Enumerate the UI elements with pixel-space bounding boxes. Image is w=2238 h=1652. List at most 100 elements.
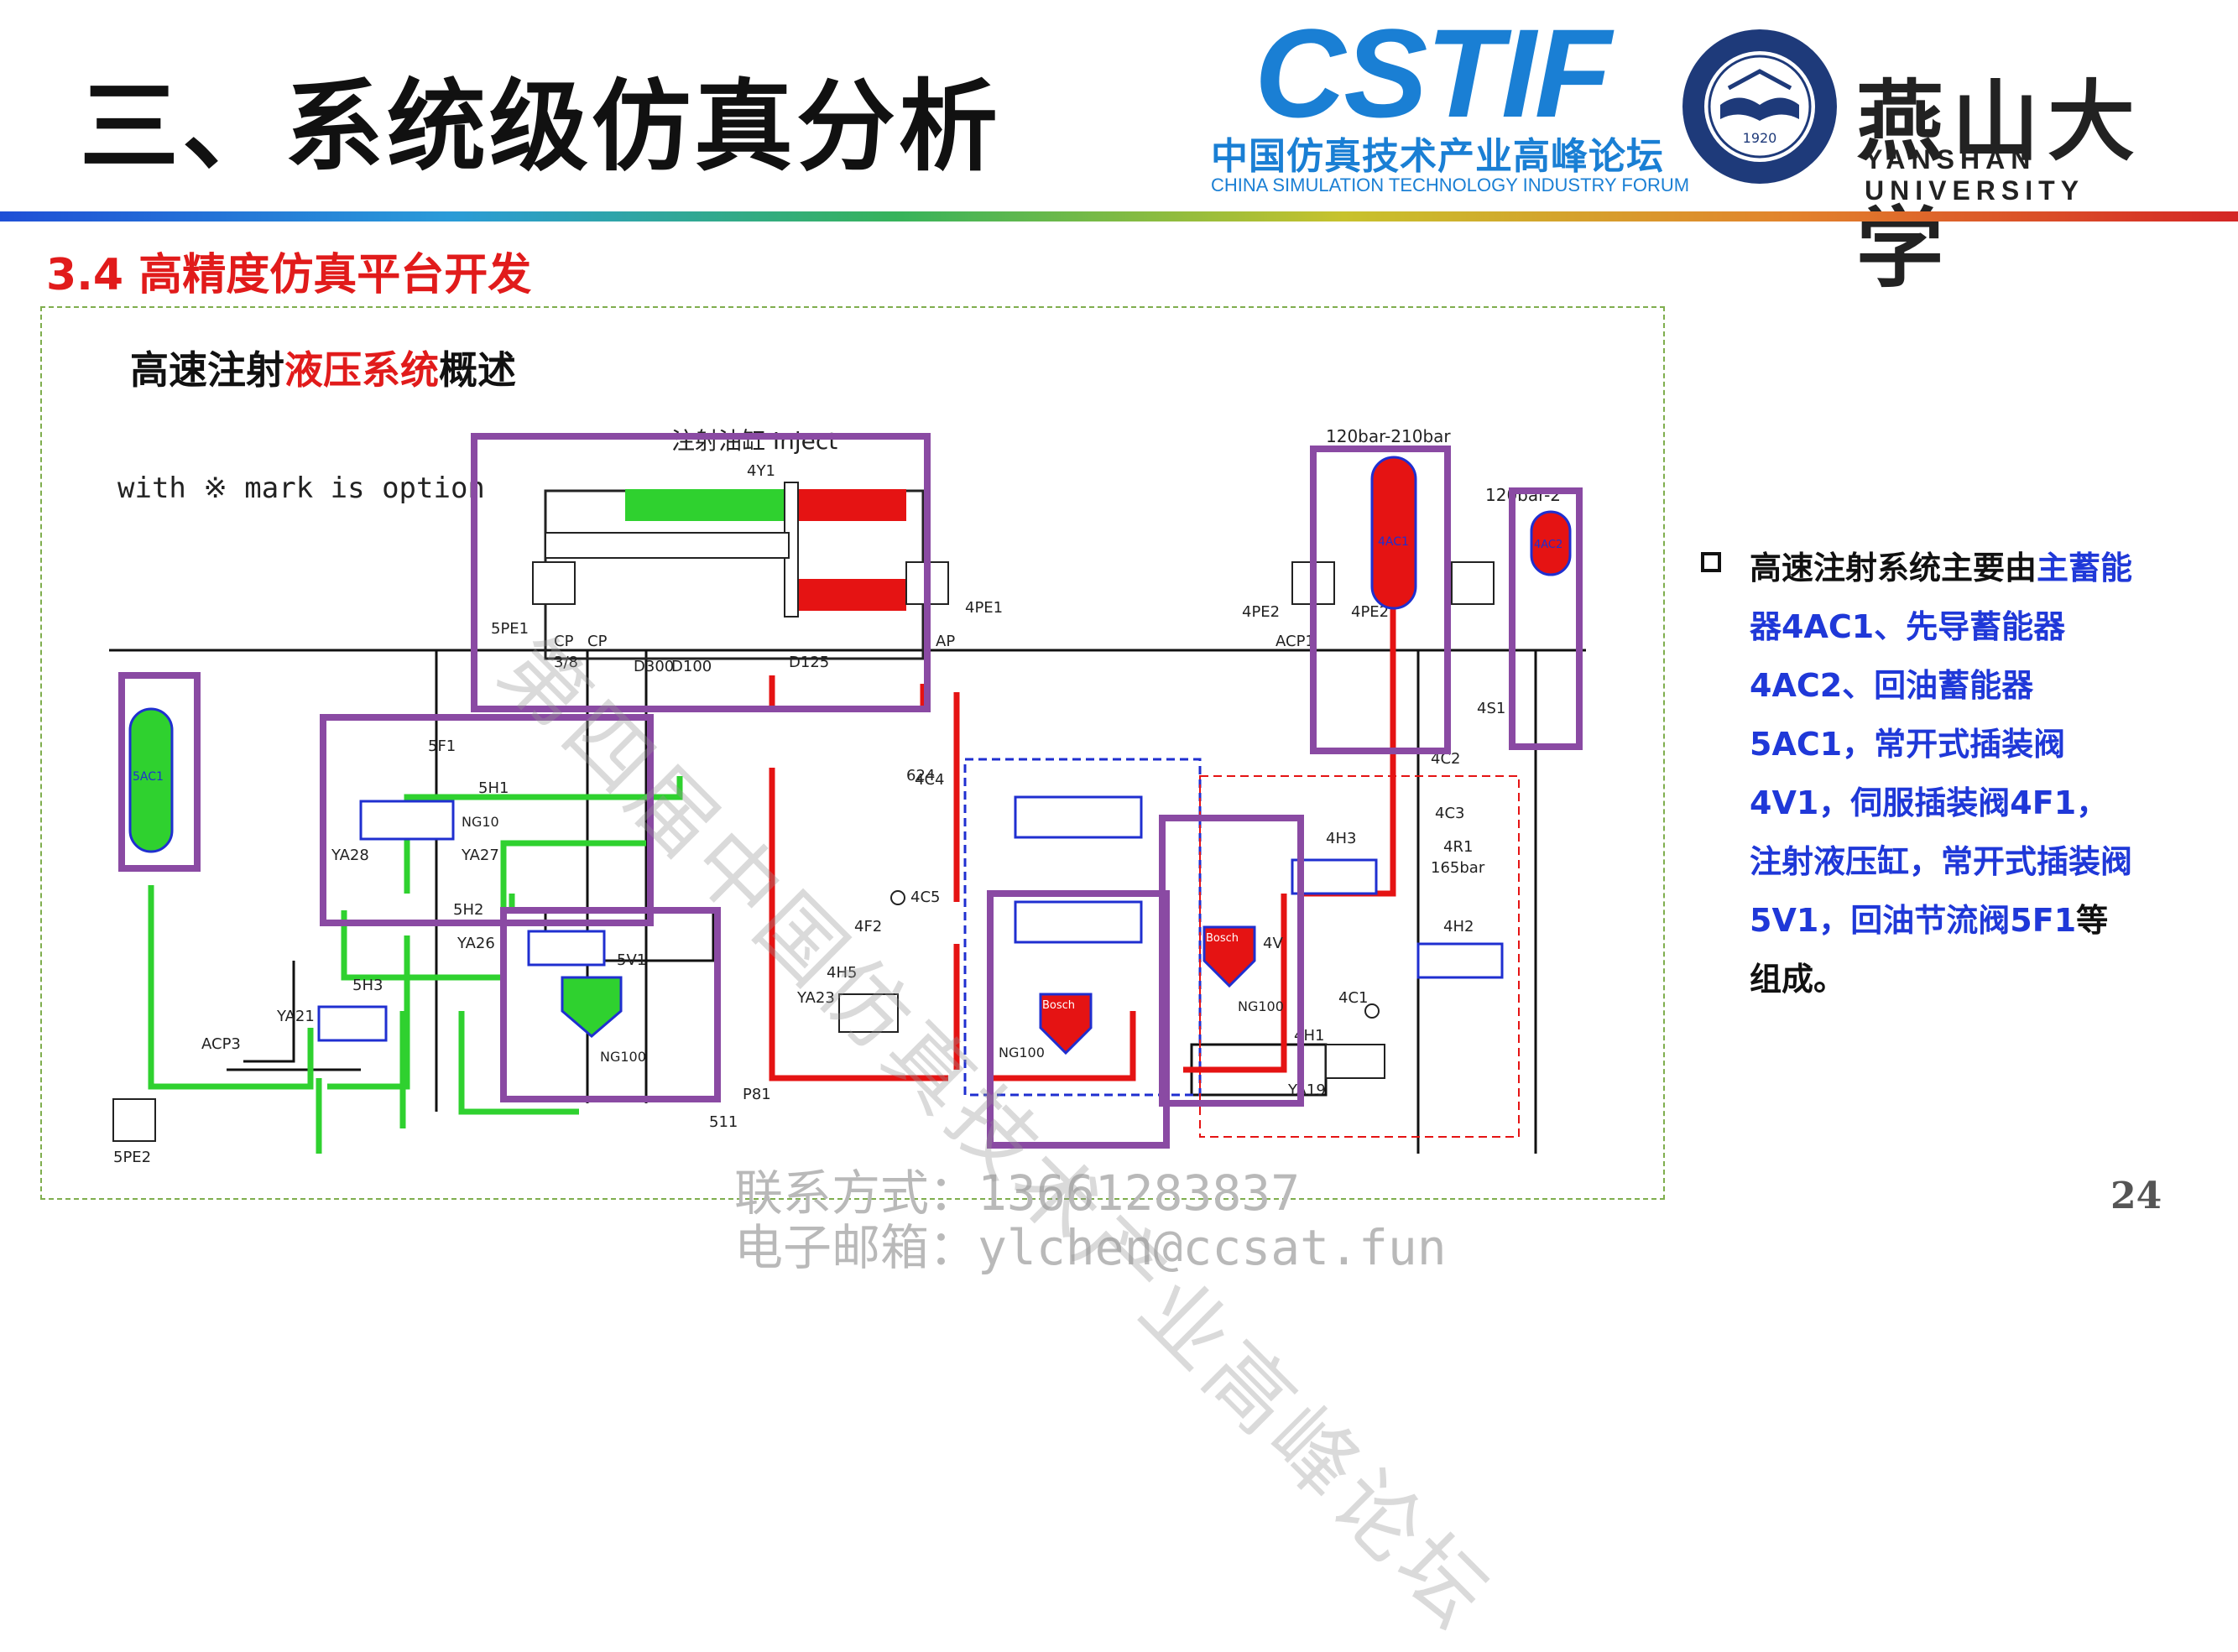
bullet-part2: 等组成。 — [1750, 902, 2109, 998]
accumulator-5ac1 — [128, 707, 174, 853]
diagram-note: with ※ mark is option — [117, 472, 485, 505]
ap-label: AP — [936, 633, 955, 650]
c4-label: 4C4 — [915, 771, 944, 789]
university-seal-icon: 1920 — [1682, 29, 1837, 184]
accumulator-4ac2 — [1530, 510, 1572, 576]
contact-email: 电子邮箱：ylchen@ccsat.fun — [734, 1219, 1447, 1276]
cylinder-rod-side — [625, 489, 785, 521]
seal-year: 1920 — [1743, 130, 1777, 146]
acp3-label: ACP3 — [201, 1035, 241, 1053]
pe5-label: 5PE2 — [113, 1149, 151, 1166]
servo-valve-2 — [1014, 900, 1143, 944]
n511-label: 511 — [709, 1113, 738, 1131]
cstif-name-en: CHINA SIMULATION TECHNOLOGY INDUSTRY FOR… — [1211, 175, 1690, 195]
page-title: 三、系统级仿真分析 — [80, 69, 1002, 185]
valve-5h1 — [359, 800, 455, 841]
check-4c5 — [890, 890, 905, 905]
p8-label: P81 — [743, 1086, 771, 1103]
ac5-label: 5AC1 — [133, 770, 164, 784]
c5-label: 4C5 — [910, 889, 940, 906]
v1-label: 5V1 — [617, 951, 646, 969]
cstif-name-cn: 中国仿真技术产业高峰论坛 — [1211, 135, 1664, 178]
inject-label: 注射油缸 Inject — [671, 427, 837, 455]
cstif-logo: CSTIF — [1255, 3, 1611, 143]
ng100c-label: NG100 — [1238, 998, 1284, 1014]
subtitle: 高速注射液压系统概述 — [130, 340, 516, 395]
bullet-text: 高速注射系统主要由主蓄能器4AC1、先导蓄能器4AC2、回油蓄能器5AC1，常开… — [1750, 539, 2136, 1008]
d300-label: D300 — [634, 658, 674, 675]
university-name-en: YANSHAN UNIVERSITY — [1865, 144, 2085, 206]
ng100-label: NG100 — [600, 1049, 646, 1065]
d125-label: D125 — [789, 654, 829, 671]
subtitle-part1: 高速注射 — [130, 347, 284, 393]
cp2-label: CP — [587, 633, 608, 650]
ya23-label: YA23 — [796, 989, 835, 1007]
r1-label: 4R1 — [1443, 838, 1473, 856]
ng100b-label: NG100 — [999, 1045, 1045, 1061]
page-number: 24 — [2110, 1175, 2162, 1217]
f1-label: 5F1 — [428, 737, 456, 755]
brand-label-2: Bosch — [1206, 932, 1239, 945]
highlight-4ac1 — [1310, 446, 1451, 754]
header-divider — [0, 211, 2238, 221]
h3b-label: 4H3 — [1326, 830, 1356, 847]
ya28-label: YA28 — [331, 847, 369, 864]
h1-label: 5H1 — [478, 779, 509, 797]
servo-valve — [1014, 795, 1143, 839]
h2b-label: 4H2 — [1443, 918, 1474, 935]
pe2-label: 4PE2 — [1242, 603, 1280, 621]
check-4c1 — [1364, 1003, 1380, 1019]
valve-5h3 — [317, 1005, 388, 1042]
d100-label: D100 — [671, 658, 712, 675]
highlight-cylinder — [471, 433, 931, 712]
brand-label-1: Bosch — [1042, 999, 1075, 1012]
highlight-5v1 — [500, 907, 721, 1102]
bullet-components: 主蓄能器4AC1、先导蓄能器4AC2、回油蓄能器5AC1，常开式插装阀4V1，伺… — [1750, 550, 2133, 939]
valve-4h5 — [838, 993, 899, 1033]
pe1-label: 5PE1 — [491, 620, 529, 638]
cp1-label: CP — [554, 633, 574, 650]
valve-5h2 — [527, 930, 606, 967]
valve-4h3 — [1291, 858, 1378, 895]
acp1-label: ACP1 — [1276, 633, 1315, 650]
n624-label: 624 — [906, 767, 935, 784]
ac2-label: 4AC2 — [1534, 539, 1562, 551]
content-frame — [40, 306, 1665, 1200]
ya21-label: YA21 — [276, 1008, 315, 1025]
h2-label: 5H2 — [453, 901, 483, 919]
pilot-region — [1199, 775, 1520, 1138]
r1-pressure: 165bar — [1431, 859, 1485, 877]
highlight-4v1 — [1159, 815, 1304, 1107]
c1-label: 4C1 — [1338, 989, 1368, 1007]
ac1-label: 4AC1 — [1378, 535, 1409, 549]
c3-label: 4C3 — [1435, 805, 1464, 822]
hydraulic-schematic: with ※ mark is option 注射油缸 Inject 4Y1 5P… — [109, 426, 1586, 1166]
section-title: 3.4 高精度仿真平台开发 — [46, 250, 532, 300]
valve-4h1 — [1325, 1044, 1385, 1079]
accumulator-4ac1 — [1370, 456, 1417, 610]
cyl-label: 4Y1 — [747, 462, 775, 480]
c2-label: 4C2 — [1431, 750, 1460, 768]
h5-label: 4H5 — [827, 964, 857, 982]
bullet-icon — [1701, 552, 1721, 572]
highlight-4f1 — [987, 890, 1170, 1149]
pe1b-label: 4PE1 — [965, 599, 1003, 617]
ya27-label: YA27 — [461, 847, 499, 864]
v4-label: 4V — [1263, 935, 1283, 952]
highlight-5ac1 — [118, 672, 201, 872]
pe2b-label: 4PE2 — [1351, 603, 1389, 621]
ac1-pressure: 120bar-210bar — [1326, 426, 1451, 446]
subtitle-part2: 概述 — [439, 347, 516, 393]
subtitle-highlight: 液压系统 — [284, 347, 439, 393]
ng10-label: NG10 — [462, 814, 499, 830]
size38-label: 3/8 — [554, 654, 578, 671]
cylinder-head-side — [797, 489, 906, 521]
ya19-label: YA19 — [1287, 1081, 1326, 1099]
ya26-label: YA26 — [456, 935, 495, 952]
f2-label: 4F2 — [854, 918, 882, 935]
highlight-5f1 — [320, 714, 654, 926]
valve-4h2 — [1416, 942, 1504, 979]
h3-label: 5H3 — [352, 977, 383, 994]
contact-phone: 联系方式：13661283837 — [734, 1165, 1301, 1222]
bullet-part1: 高速注射系统主要由 — [1750, 550, 2037, 586]
